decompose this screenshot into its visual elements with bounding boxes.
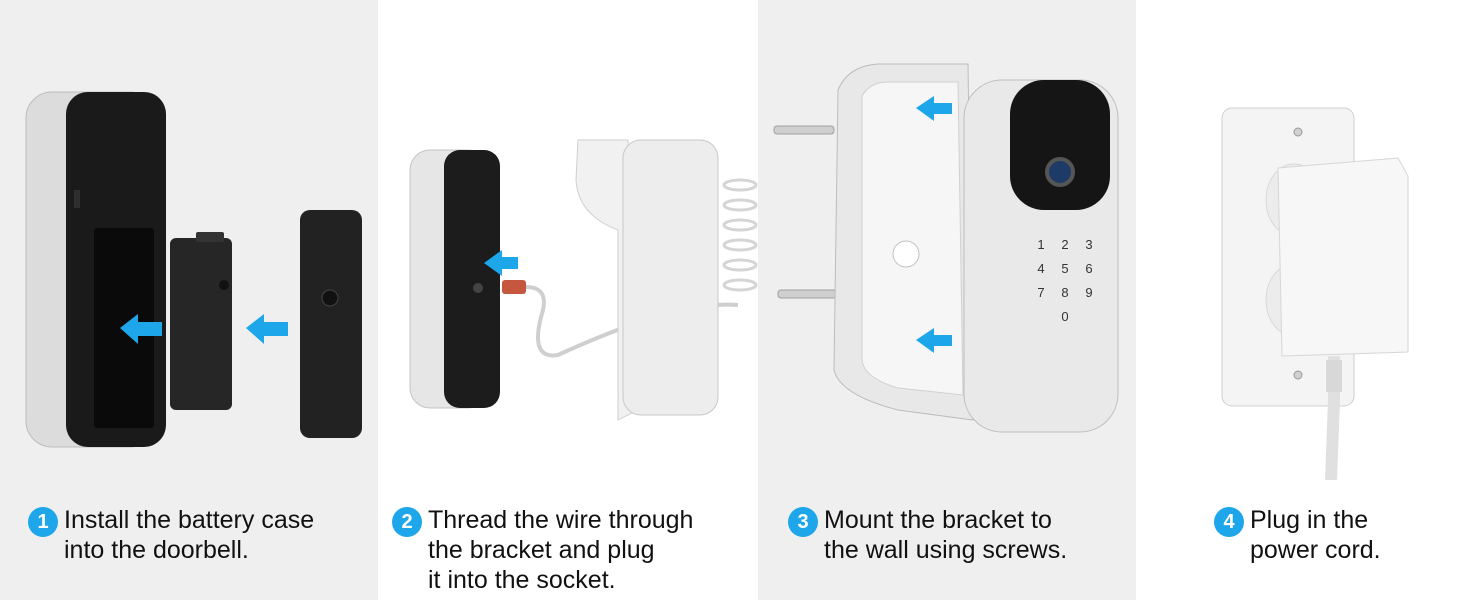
battery-pack	[170, 238, 232, 410]
wire-thread-illustration	[409, 139, 758, 421]
power-adapter-icon	[1277, 157, 1409, 357]
caption-line: it into the socket.	[428, 566, 616, 594]
step-3-caption: 3 Mount the bracket to the wall using sc…	[788, 505, 1067, 565]
keypad-icon	[963, 79, 1119, 433]
keypad-key: 2	[1061, 237, 1069, 252]
step-1-panel: 1 Install the battery case into the door…	[0, 0, 378, 600]
arrow-icon	[484, 250, 518, 276]
keypad-key: 5	[1061, 261, 1069, 276]
keypad-key: 3	[1085, 237, 1093, 252]
caption-line: power cord.	[1250, 536, 1381, 564]
keypad-key: 4	[1037, 261, 1045, 276]
step-2-caption: 2 Thread the wire through the bracket an…	[392, 505, 693, 595]
power-plug-illustration	[1221, 107, 1409, 480]
step-number-badge: 1	[28, 507, 58, 537]
step-1-caption: 1 Install the battery case into the door…	[28, 505, 314, 565]
battery-cover	[300, 210, 362, 438]
bracket-mount-illustration	[773, 63, 1119, 433]
battery-install-illustration	[25, 91, 362, 448]
coiled-wire	[722, 178, 758, 292]
caption-line: Install the battery case	[64, 506, 315, 534]
wall-screws	[773, 125, 839, 299]
keypad-grid: 1 2 3 4 5 6 7 8 9 0	[1029, 237, 1101, 324]
caption-line: Mount the bracket to	[824, 506, 1052, 534]
keypad-key: 6	[1085, 261, 1093, 276]
step-4-panel: 4 Plug in the power cord.	[1136, 0, 1464, 600]
caption-line: Thread the wire through	[428, 506, 694, 534]
step-number-badge: 4	[1214, 507, 1244, 537]
step-2-panel: 2 Thread the wire through the bracket an…	[378, 0, 758, 600]
caption-line: into the doorbell.	[64, 536, 249, 564]
caption-line: the bracket and plug	[428, 536, 655, 564]
keypad-key: 1	[1037, 237, 1045, 252]
arrow-icon	[916, 96, 952, 353]
step-3-panel: 1 2 3 4 5 6 7 8 9 0 3 Mount the bracket …	[758, 0, 1136, 600]
step-4-caption: 4 Plug in the power cord.	[1214, 505, 1381, 565]
caption-line: the wall using screws.	[824, 536, 1068, 564]
arrow-icon	[120, 314, 288, 344]
keypad-key: 9	[1085, 285, 1093, 300]
step-number-badge: 2	[392, 507, 422, 537]
keypad-key: 0	[1061, 309, 1069, 324]
keypad-key: 7	[1037, 285, 1045, 300]
keypad-key: 8	[1061, 285, 1069, 300]
caption-line: Plug in the	[1250, 506, 1369, 534]
step-number-badge: 3	[788, 507, 818, 537]
